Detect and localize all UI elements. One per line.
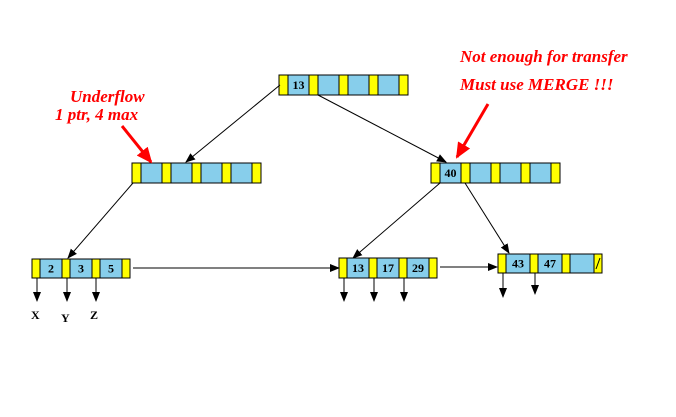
key-cell xyxy=(377,74,400,96)
record-label-z: Z xyxy=(90,308,98,322)
key-value: 17 xyxy=(382,261,394,275)
null-pointer-mark xyxy=(595,257,601,270)
key-value: 47 xyxy=(544,257,556,271)
leaf-node-2: 13 17 29 xyxy=(338,257,438,279)
edge-left-to-leaf1 xyxy=(67,182,134,259)
root-node: 13 xyxy=(278,74,409,96)
underflow-text-line2: 1 ptr, 4 max xyxy=(55,105,139,124)
pointer-cell xyxy=(520,162,531,184)
key-cell xyxy=(499,162,522,184)
pointer-cell xyxy=(368,257,378,279)
key-cell xyxy=(317,74,340,96)
internal-node-right: 40 xyxy=(430,162,561,184)
pointer-cell xyxy=(338,257,348,279)
merge-arrow xyxy=(455,103,490,159)
key-cell xyxy=(347,74,370,96)
pointer-cell xyxy=(131,162,142,184)
pointer-cell xyxy=(460,162,471,184)
key-value: 13 xyxy=(293,78,305,92)
underflow-annotation: Underflow 1 ptr, 4 max xyxy=(55,87,153,164)
key-cell xyxy=(200,162,223,184)
underflow-text-line1: Underflow xyxy=(70,87,145,106)
edge-right-to-leaf3 xyxy=(464,182,510,254)
pointer-cell xyxy=(31,258,41,279)
underflow-arrow xyxy=(120,125,153,164)
key-value: 43 xyxy=(512,257,524,271)
pointer-cell xyxy=(61,258,71,279)
pointer-cell xyxy=(251,162,262,184)
key-value: 13 xyxy=(352,261,364,275)
key-value: 40 xyxy=(445,166,457,180)
key-value: 2 xyxy=(48,262,54,276)
record-pointers xyxy=(33,273,539,302)
pointer-cell xyxy=(368,74,379,96)
pointer-cell xyxy=(91,258,101,279)
pointer-cell xyxy=(428,257,438,279)
key-cell xyxy=(140,162,163,184)
tree-edges xyxy=(67,84,510,272)
key-cell xyxy=(170,162,193,184)
pointer-cell xyxy=(398,74,409,96)
pointer-cell xyxy=(398,257,408,279)
pointer-cell xyxy=(430,162,441,184)
pointer-cell xyxy=(308,74,319,96)
pointer-cell xyxy=(550,162,561,184)
pointer-cell xyxy=(497,253,507,274)
leaf-node-1: 2 3 5 xyxy=(31,258,131,279)
pointer-cell xyxy=(161,162,172,184)
merge-annotation: Not enough for transfer Must use MERGE !… xyxy=(455,47,628,159)
edge-root-to-left xyxy=(185,84,281,163)
pointer-cell xyxy=(121,258,131,279)
pointer-cell xyxy=(338,74,349,96)
key-cell xyxy=(529,162,552,184)
pointer-cell xyxy=(561,253,571,274)
pointer-cell xyxy=(490,162,501,184)
leaf-node-3: 43 47 xyxy=(497,253,603,274)
key-cell xyxy=(569,253,595,274)
internal-node-left xyxy=(131,162,262,184)
pointer-cell xyxy=(221,162,232,184)
merge-text-line1: Not enough for transfer xyxy=(459,47,628,66)
record-label-x: X xyxy=(31,308,40,322)
key-value: 3 xyxy=(78,262,84,276)
merge-text-line2: Must use MERGE !!! xyxy=(459,75,614,94)
edge-right-to-leaf2 xyxy=(352,182,441,259)
pointer-cell xyxy=(278,74,289,96)
key-value: 29 xyxy=(412,261,424,275)
key-value: 5 xyxy=(108,262,114,276)
pointer-cell xyxy=(529,253,539,274)
edge-root-to-right xyxy=(317,94,447,163)
key-cell xyxy=(469,162,492,184)
record-label-y: Y xyxy=(61,311,70,325)
pointer-cell xyxy=(191,162,202,184)
key-cell xyxy=(230,162,253,184)
